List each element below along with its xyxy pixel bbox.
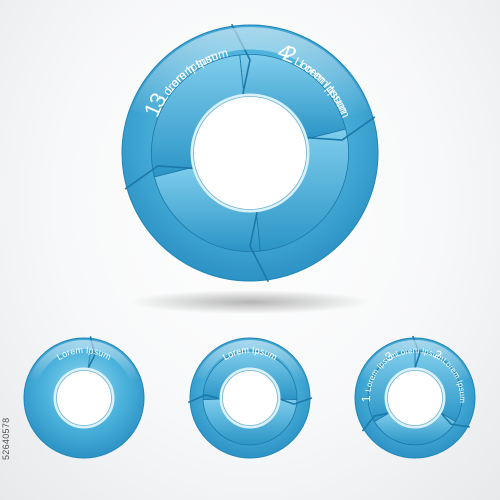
center-hole: [53, 367, 115, 429]
arrow-divider: [249, 208, 270, 283]
stock-id-watermark: 52640578: [1, 417, 11, 460]
gloss-highlight: [195, 340, 305, 382]
center-hole: [219, 367, 281, 429]
arrow-divider: [187, 394, 224, 404]
center-hole-edge: [193, 96, 307, 210]
center-hole-edge: [56, 370, 112, 426]
arrow-divider: [361, 411, 393, 432]
gloss-highlight: [29, 340, 139, 382]
center-hole-edge: [387, 370, 443, 426]
gloss-highlight: [131, 26, 369, 118]
step-number: 1: [359, 391, 373, 402]
gloss-highlight: [360, 340, 470, 382]
center-hole-edge: [222, 370, 278, 426]
arrow-divider: [303, 116, 376, 141]
drop-shadow: [130, 290, 370, 314]
arrow-divider: [276, 397, 313, 406]
center-hole: [384, 367, 446, 429]
center-hole: [190, 93, 310, 213]
diagram-small-one: Lorem Ipsum: [23, 336, 145, 459]
arrow-divider: [438, 410, 470, 428]
arrow-divider: [124, 165, 197, 190]
